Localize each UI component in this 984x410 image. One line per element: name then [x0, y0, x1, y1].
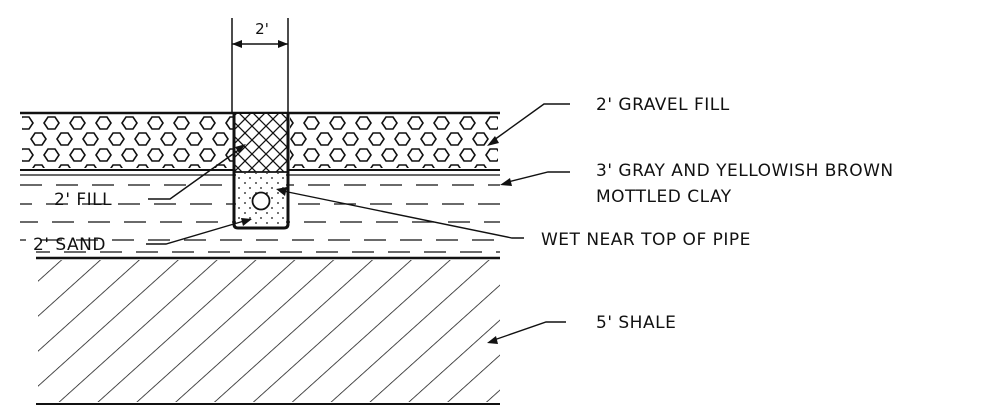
trench-width-label: 2' — [255, 20, 269, 38]
fill-label: 2' FILL — [54, 190, 112, 210]
shale-layer — [36, 260, 500, 405]
sand-label: 2' SAND — [33, 235, 106, 255]
pipe-circle-icon — [251, 191, 271, 211]
shale-label: 5' SHALE — [596, 313, 676, 333]
leader-lines — [146, 103, 570, 344]
clay-label-line1: 3' GRAY AND YELLOWISH BROWN — [596, 161, 894, 181]
gravel-fill-label: 2' GRAVEL FILL — [596, 95, 730, 115]
wet-pipe-label: WET NEAR TOP OF PIPE — [541, 230, 751, 250]
clay-label-line2: MOTTLED CLAY — [596, 187, 732, 207]
gravel-layer — [20, 111, 500, 176]
trench — [232, 113, 290, 230]
clay-layer — [20, 184, 500, 260]
dimension-annotation: 2' — [231, 18, 289, 112]
